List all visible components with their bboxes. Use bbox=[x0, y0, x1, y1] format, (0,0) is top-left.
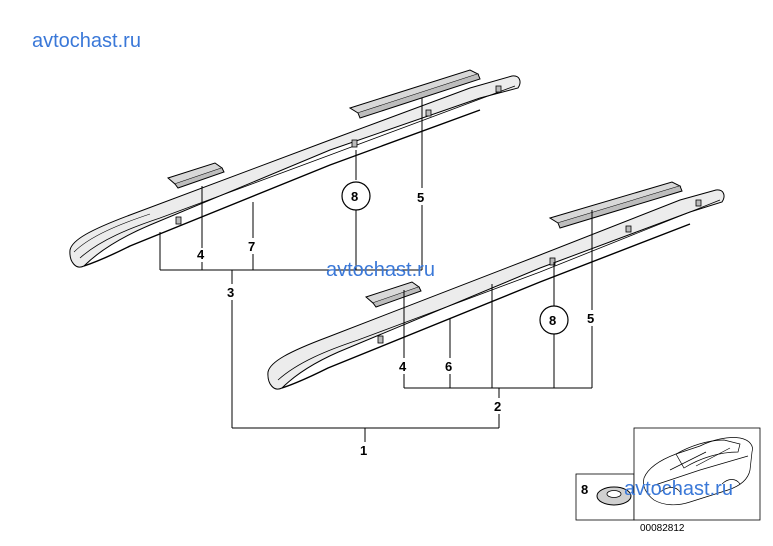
callout-2: 2 bbox=[494, 399, 501, 414]
callout-8-inset: 8 bbox=[581, 482, 588, 497]
callout-8-bottom: 8 bbox=[549, 313, 556, 328]
callout-4-top: 4 bbox=[197, 247, 205, 262]
callout-1: 1 bbox=[360, 443, 367, 458]
cover-cap-upper-left bbox=[166, 162, 225, 189]
leader-lines bbox=[159, 98, 593, 442]
callout-3: 3 bbox=[227, 285, 234, 300]
cover-strip-lower-right bbox=[548, 181, 683, 229]
callout-7: 7 bbox=[248, 239, 255, 254]
cover-strip-upper-right bbox=[348, 69, 481, 119]
callout-8-top: 8 bbox=[351, 189, 358, 204]
inset-washer-box: 8 bbox=[575, 473, 635, 521]
roof-rail-upper bbox=[69, 75, 521, 268]
studs-lower bbox=[377, 199, 702, 344]
watermark-center: avtochast.ru bbox=[326, 259, 435, 281]
callout-5-bottom: 5 bbox=[587, 311, 594, 326]
callout-6: 6 bbox=[445, 359, 452, 374]
callout-4-bottom: 4 bbox=[399, 359, 407, 374]
inset-car-box bbox=[633, 427, 761, 521]
studs-upper bbox=[175, 85, 502, 225]
car-silhouette-icon bbox=[643, 437, 753, 506]
callout-circle-8-top bbox=[341, 181, 371, 211]
watermark-top-left: avtochast.ru bbox=[32, 30, 141, 52]
cover-cap-lower-left bbox=[364, 281, 422, 308]
callout-5-top: 5 bbox=[417, 190, 424, 205]
roof-rail-lower bbox=[267, 189, 725, 390]
watermark-bottom-right: avtochast.ru bbox=[624, 478, 733, 500]
callout-circle-8-bottom bbox=[539, 305, 569, 335]
diagram-code: 00082812 bbox=[640, 523, 685, 534]
